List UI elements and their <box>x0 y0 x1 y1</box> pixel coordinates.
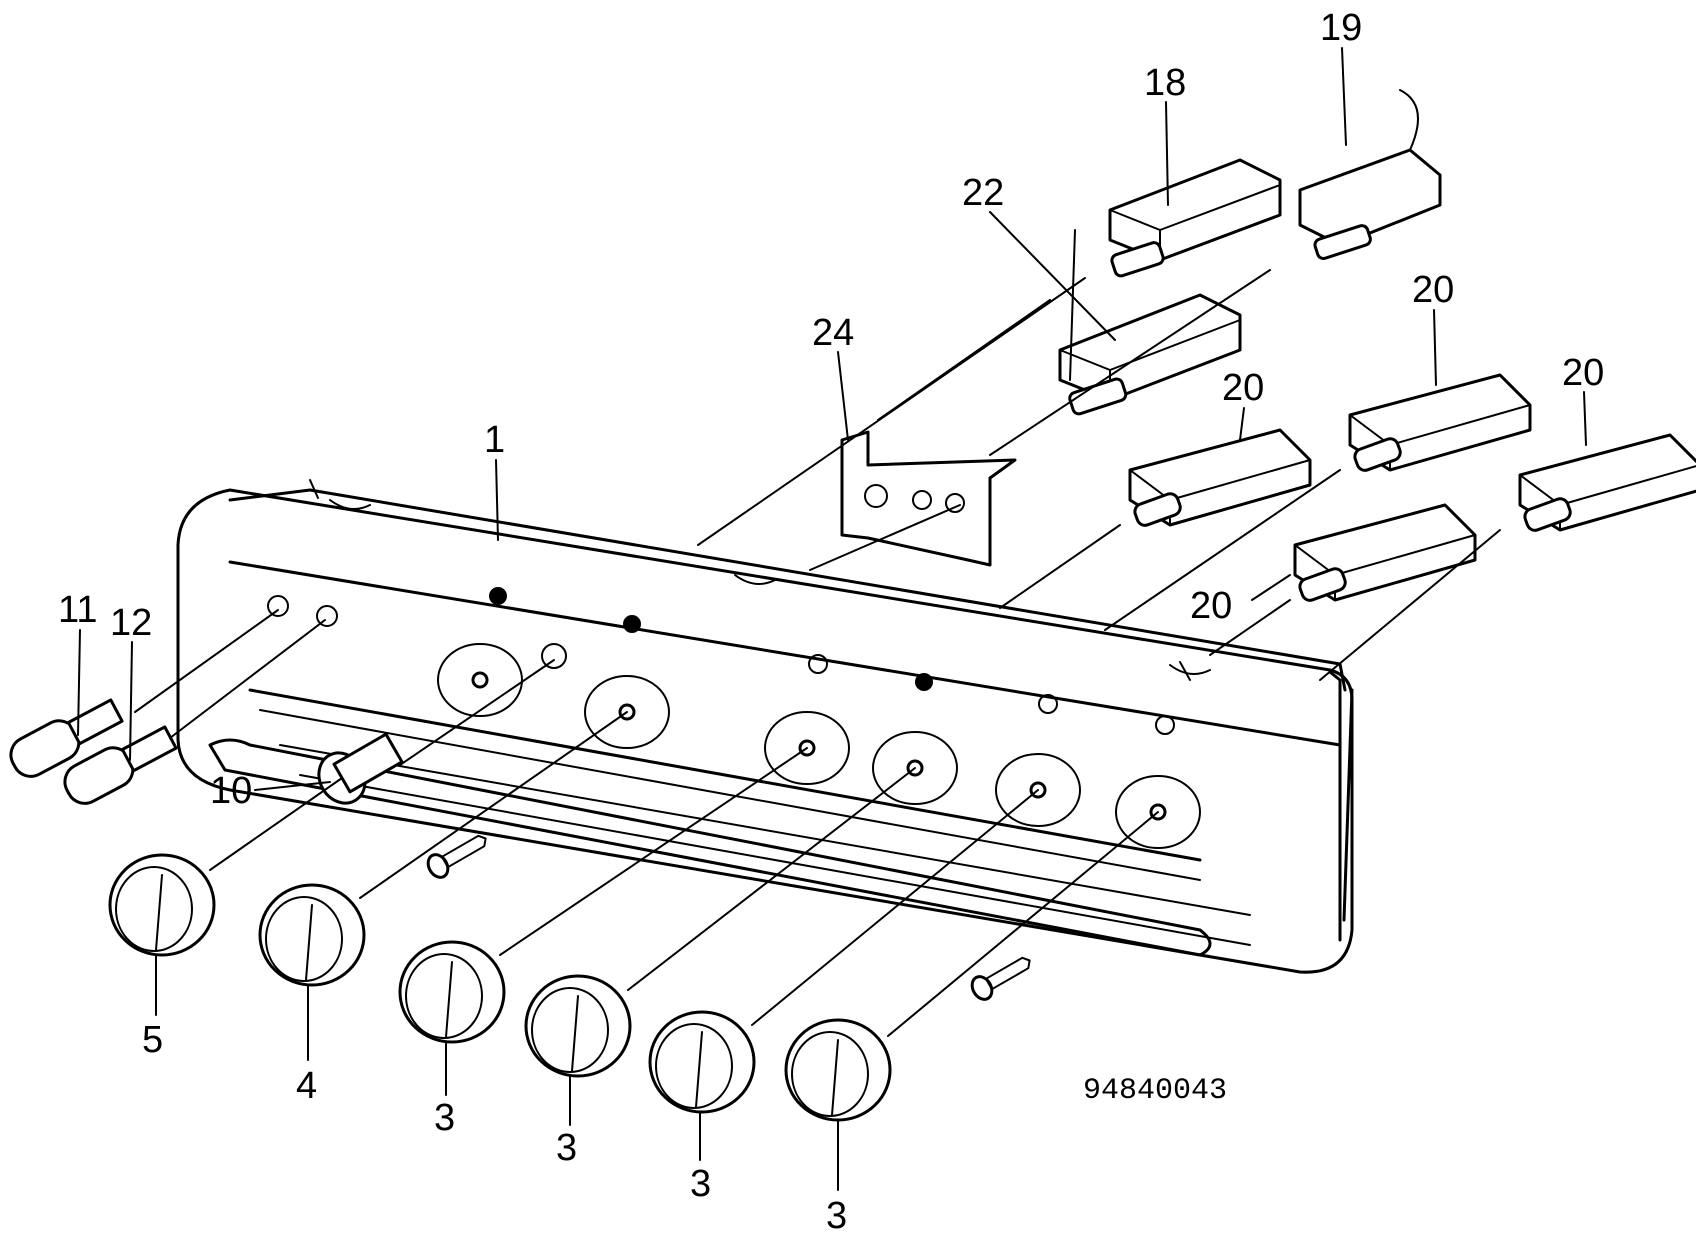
pilot-lamps <box>9 698 404 805</box>
screws <box>426 834 1031 1001</box>
switch-22 <box>1058 293 1242 416</box>
callout-labels: 1 11 12 10 5 4 3 3 3 3 24 22 18 19 20 20… <box>58 7 1604 1233</box>
drawing-number: 94840043 <box>1083 1074 1227 1108</box>
label-part-3c: 3 <box>690 1163 711 1205</box>
switch-units <box>1128 373 1696 602</box>
label-part-20b: 20 <box>1412 269 1454 311</box>
label-part-5: 5 <box>142 1019 163 1061</box>
label-part-3a: 3 <box>434 1097 455 1139</box>
knob-seats <box>267 587 1201 849</box>
bracket-24 <box>840 430 1017 567</box>
label-part-24: 24 <box>812 312 854 354</box>
label-part-22: 22 <box>962 172 1004 214</box>
control-knobs <box>108 853 892 1122</box>
label-part-11: 11 <box>58 589 97 631</box>
label-part-20a: 20 <box>1222 367 1264 409</box>
label-part-4: 4 <box>296 1065 317 1107</box>
label-part-12: 12 <box>110 602 152 644</box>
label-part-10: 10 <box>210 770 252 812</box>
label-part-3d: 3 <box>826 1195 847 1233</box>
control-panel <box>176 479 1354 974</box>
label-part-3b: 3 <box>556 1127 577 1169</box>
label-part-19: 19 <box>1320 7 1362 49</box>
assembly-lines <box>134 229 1501 1037</box>
switch-19 <box>1298 89 1442 261</box>
label-part-20c: 20 <box>1562 352 1604 394</box>
switch-18 <box>1108 158 1282 278</box>
label-part-18: 18 <box>1144 62 1186 104</box>
label-part-20d: 20 <box>1190 585 1232 627</box>
label-part-1: 1 <box>484 419 505 461</box>
